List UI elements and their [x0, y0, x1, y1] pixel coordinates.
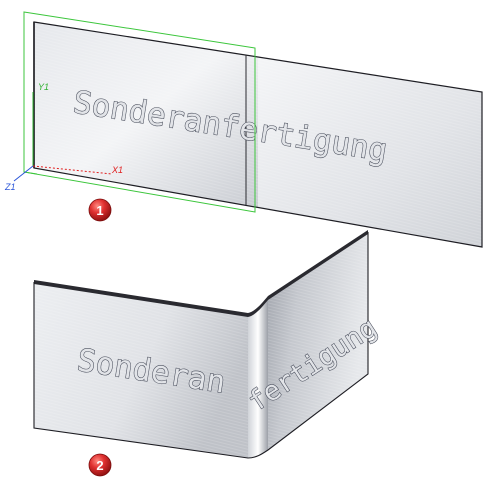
step-badge-icon: 1	[88, 198, 112, 222]
coordinate-system-icon: Y1 X1 Z1	[4, 82, 123, 192]
z-axis-label: Z1	[4, 182, 16, 192]
y-axis-label: Y1	[38, 82, 49, 92]
step-badge-2-number: 2	[96, 458, 103, 473]
flat-sheet[interactable]: Sonderanfertigung	[33, 21, 483, 248]
bent-sheet-bend-radius	[248, 298, 268, 458]
bent-sheet[interactable]: Sonderan fertigung	[33, 230, 383, 459]
step-badge-1-number: 1	[96, 203, 103, 218]
step-badge-icon: 2	[88, 453, 112, 477]
selection-box[interactable]	[23, 11, 256, 213]
x-axis-label: X1	[111, 165, 123, 175]
